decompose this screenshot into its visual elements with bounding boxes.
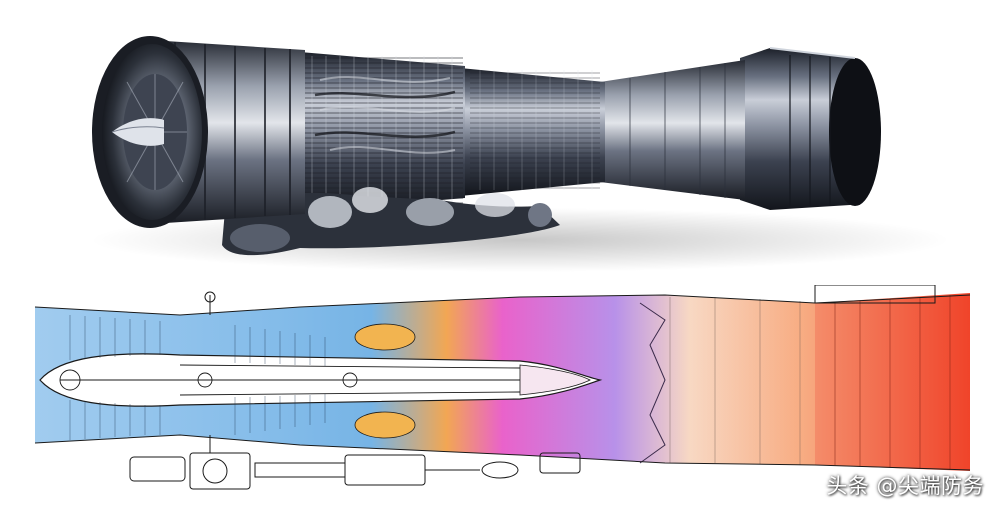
engine-cutaway-diagram	[34, 285, 971, 490]
watermark: 头条 @尖端防务	[826, 474, 984, 498]
engine-photo	[90, 36, 950, 272]
